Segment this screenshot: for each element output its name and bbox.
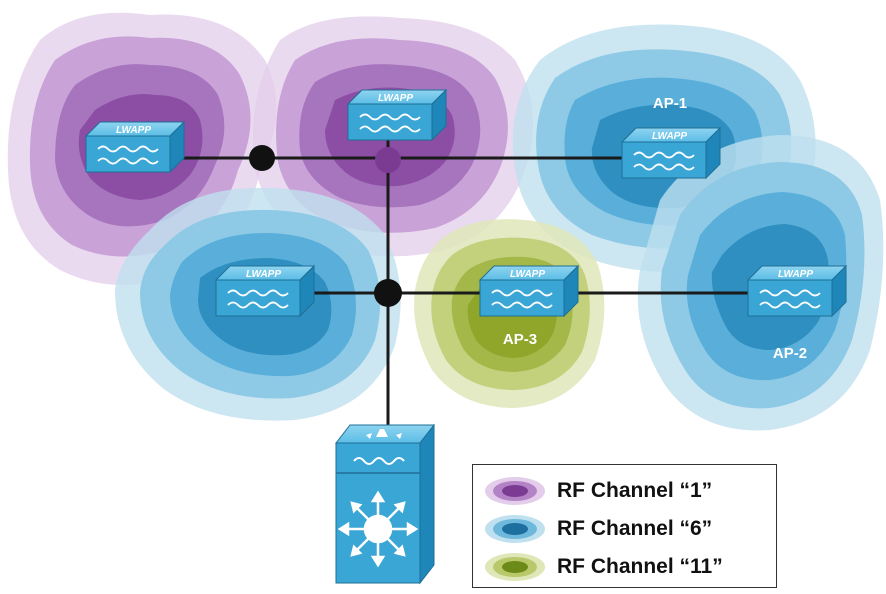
coverage-areas xyxy=(7,12,884,431)
junction-node-top-left xyxy=(249,145,275,171)
ap-model-label: LWAPP xyxy=(116,125,151,136)
channel-legend: RF Channel “1” RF Channel “6” RF Channel… xyxy=(472,464,777,588)
blue-swatch-icon xyxy=(485,515,545,543)
legend-label: RF Channel “1” xyxy=(557,479,713,502)
ap-model-label: LWAPP xyxy=(510,269,545,280)
legend-item-channel-6: RF Channel “6” xyxy=(483,511,773,547)
ap-name-label: AP-2 xyxy=(773,345,807,362)
legend-label: RF Channel “11” xyxy=(557,555,723,578)
green-swatch-icon xyxy=(485,553,545,581)
lwapp-access-point-icon: LWAPP xyxy=(620,126,722,180)
ap-model-label: LWAPP xyxy=(652,131,687,142)
lwapp-access-point-icon: LWAPP xyxy=(214,264,316,318)
ap-name-label: AP-3 xyxy=(503,331,537,348)
ap-model-label: LWAPP xyxy=(378,93,413,104)
junction-node-center xyxy=(374,279,402,307)
legend-item-channel-11: RF Channel “11” xyxy=(483,549,773,585)
ap-model-label: LWAPP xyxy=(778,269,813,280)
lwapp-access-point-icon: LWAPP xyxy=(746,264,848,318)
ap-name-label: AP-1 xyxy=(653,95,687,112)
junction-node-top-center xyxy=(375,147,401,173)
lwapp-access-point-icon: LWAPP xyxy=(478,264,580,318)
legend-label: RF Channel “6” xyxy=(557,517,713,540)
ap-model-label: LWAPP xyxy=(246,269,281,280)
legend-item-channel-1: RF Channel “1” xyxy=(483,473,773,509)
lwapp-access-point-icon: LWAPP xyxy=(84,120,186,174)
lwapp-access-point-icon: LWAPP xyxy=(346,88,448,142)
purple-swatch-icon xyxy=(485,477,545,505)
junction-nodes xyxy=(249,145,402,307)
multilayer-switch-icon xyxy=(334,423,436,585)
